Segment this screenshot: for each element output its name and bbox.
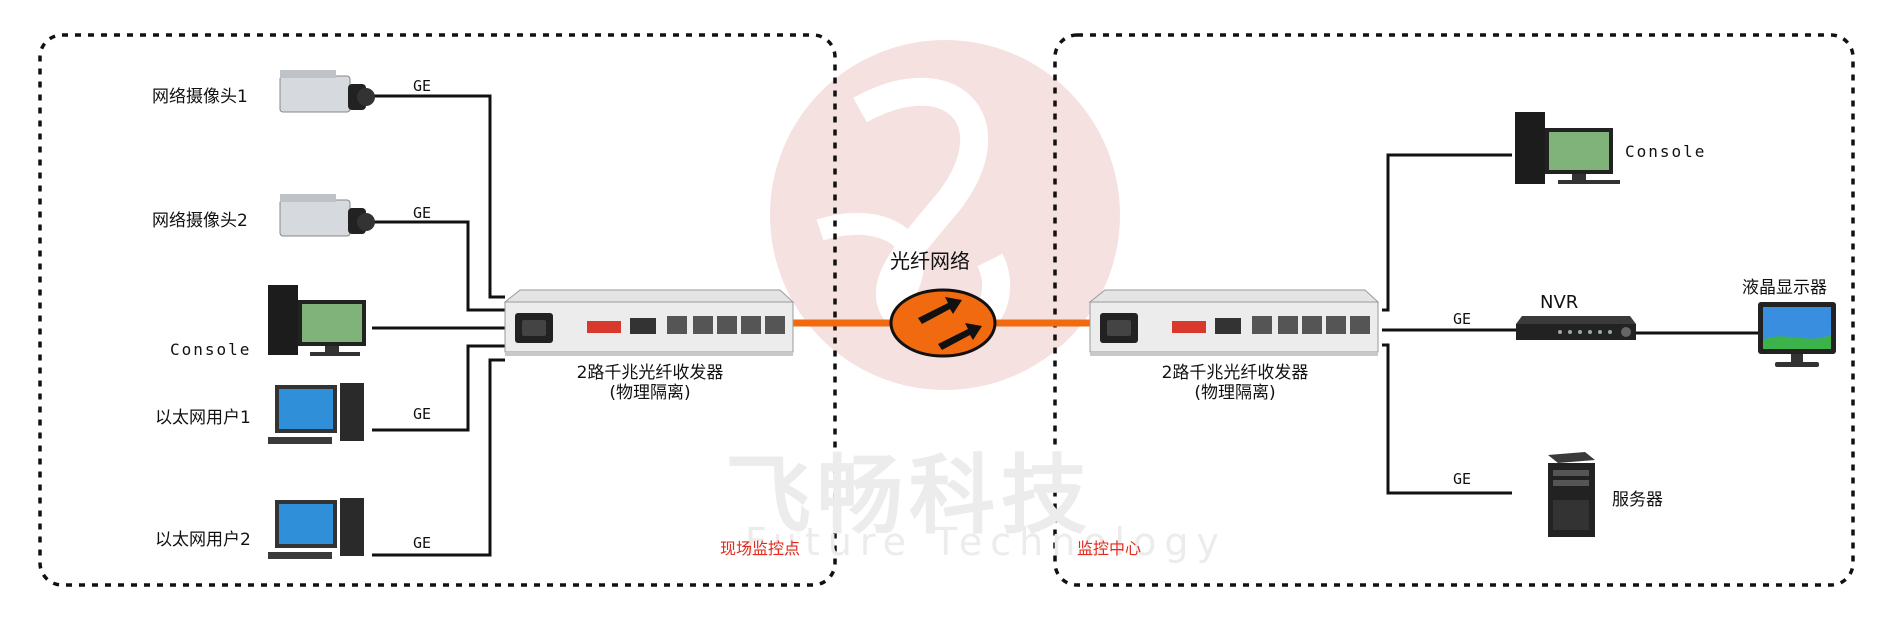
fiber-network-icon [889,288,997,358]
camera-1-label: 网络摄像头1 [152,87,248,107]
right-transceiver-device [1088,289,1380,356]
right-zone-label: 监控中心 [1077,539,1142,558]
ge-label: GE [413,77,432,95]
left-zone-label: 现场监控点 [720,539,801,558]
left-transceiver-label: 2路千兆光纤收发器 (物理隔离) [555,363,745,403]
server-icon [1548,452,1595,537]
left-console-label: Console [170,340,252,359]
camera-1-icon [279,70,375,113]
left-transceiver-line2: (物理隔离) [609,383,691,403]
nvr-label: NVR [1540,292,1579,313]
watermark-cn: 飞畅科技 [725,445,1093,546]
fiber-network-label: 光纤网络 [890,249,970,273]
left-transceiver-line1: 2路千兆光纤收发器 [576,363,724,383]
right-wiring [1382,153,1758,495]
ethernet-user-1-icon [268,383,364,444]
watermark-en: Future Technology [745,520,1227,564]
lcd-monitor-label: 液晶显示器 [1742,278,1827,298]
ge-label: GE [413,534,432,552]
camera-2-icon [279,194,375,237]
right-console-pc-icon [1515,112,1620,184]
right-transceiver-line1: 2路千兆光纤收发器 [1161,363,1309,383]
ge-label: GE [413,204,432,222]
left-transceiver-device [503,289,795,356]
left-console-pc-icon [268,285,366,356]
server-label: 服务器 [1612,490,1663,510]
nvr-device-icon [1516,316,1636,340]
lcd-monitor-icon [1758,302,1836,367]
ethernet-user-1-label: 以太网用户1 [155,408,251,428]
ge-label: GE [413,405,432,423]
ge-label: GE [1453,310,1472,328]
ethernet-user-2-label: 以太网用户2 [155,530,251,550]
camera-2-label: 网络摄像头2 [152,211,248,231]
right-transceiver-label: 2路千兆光纤收发器 (物理隔离) [1140,363,1330,403]
ethernet-user-2-icon [268,498,364,559]
right-console-label: Console [1625,142,1707,161]
left-wiring [372,94,505,557]
right-zone-border [1053,33,1855,587]
ge-label: GE [1453,470,1472,488]
right-transceiver-line2: (物理隔离) [1194,383,1276,403]
